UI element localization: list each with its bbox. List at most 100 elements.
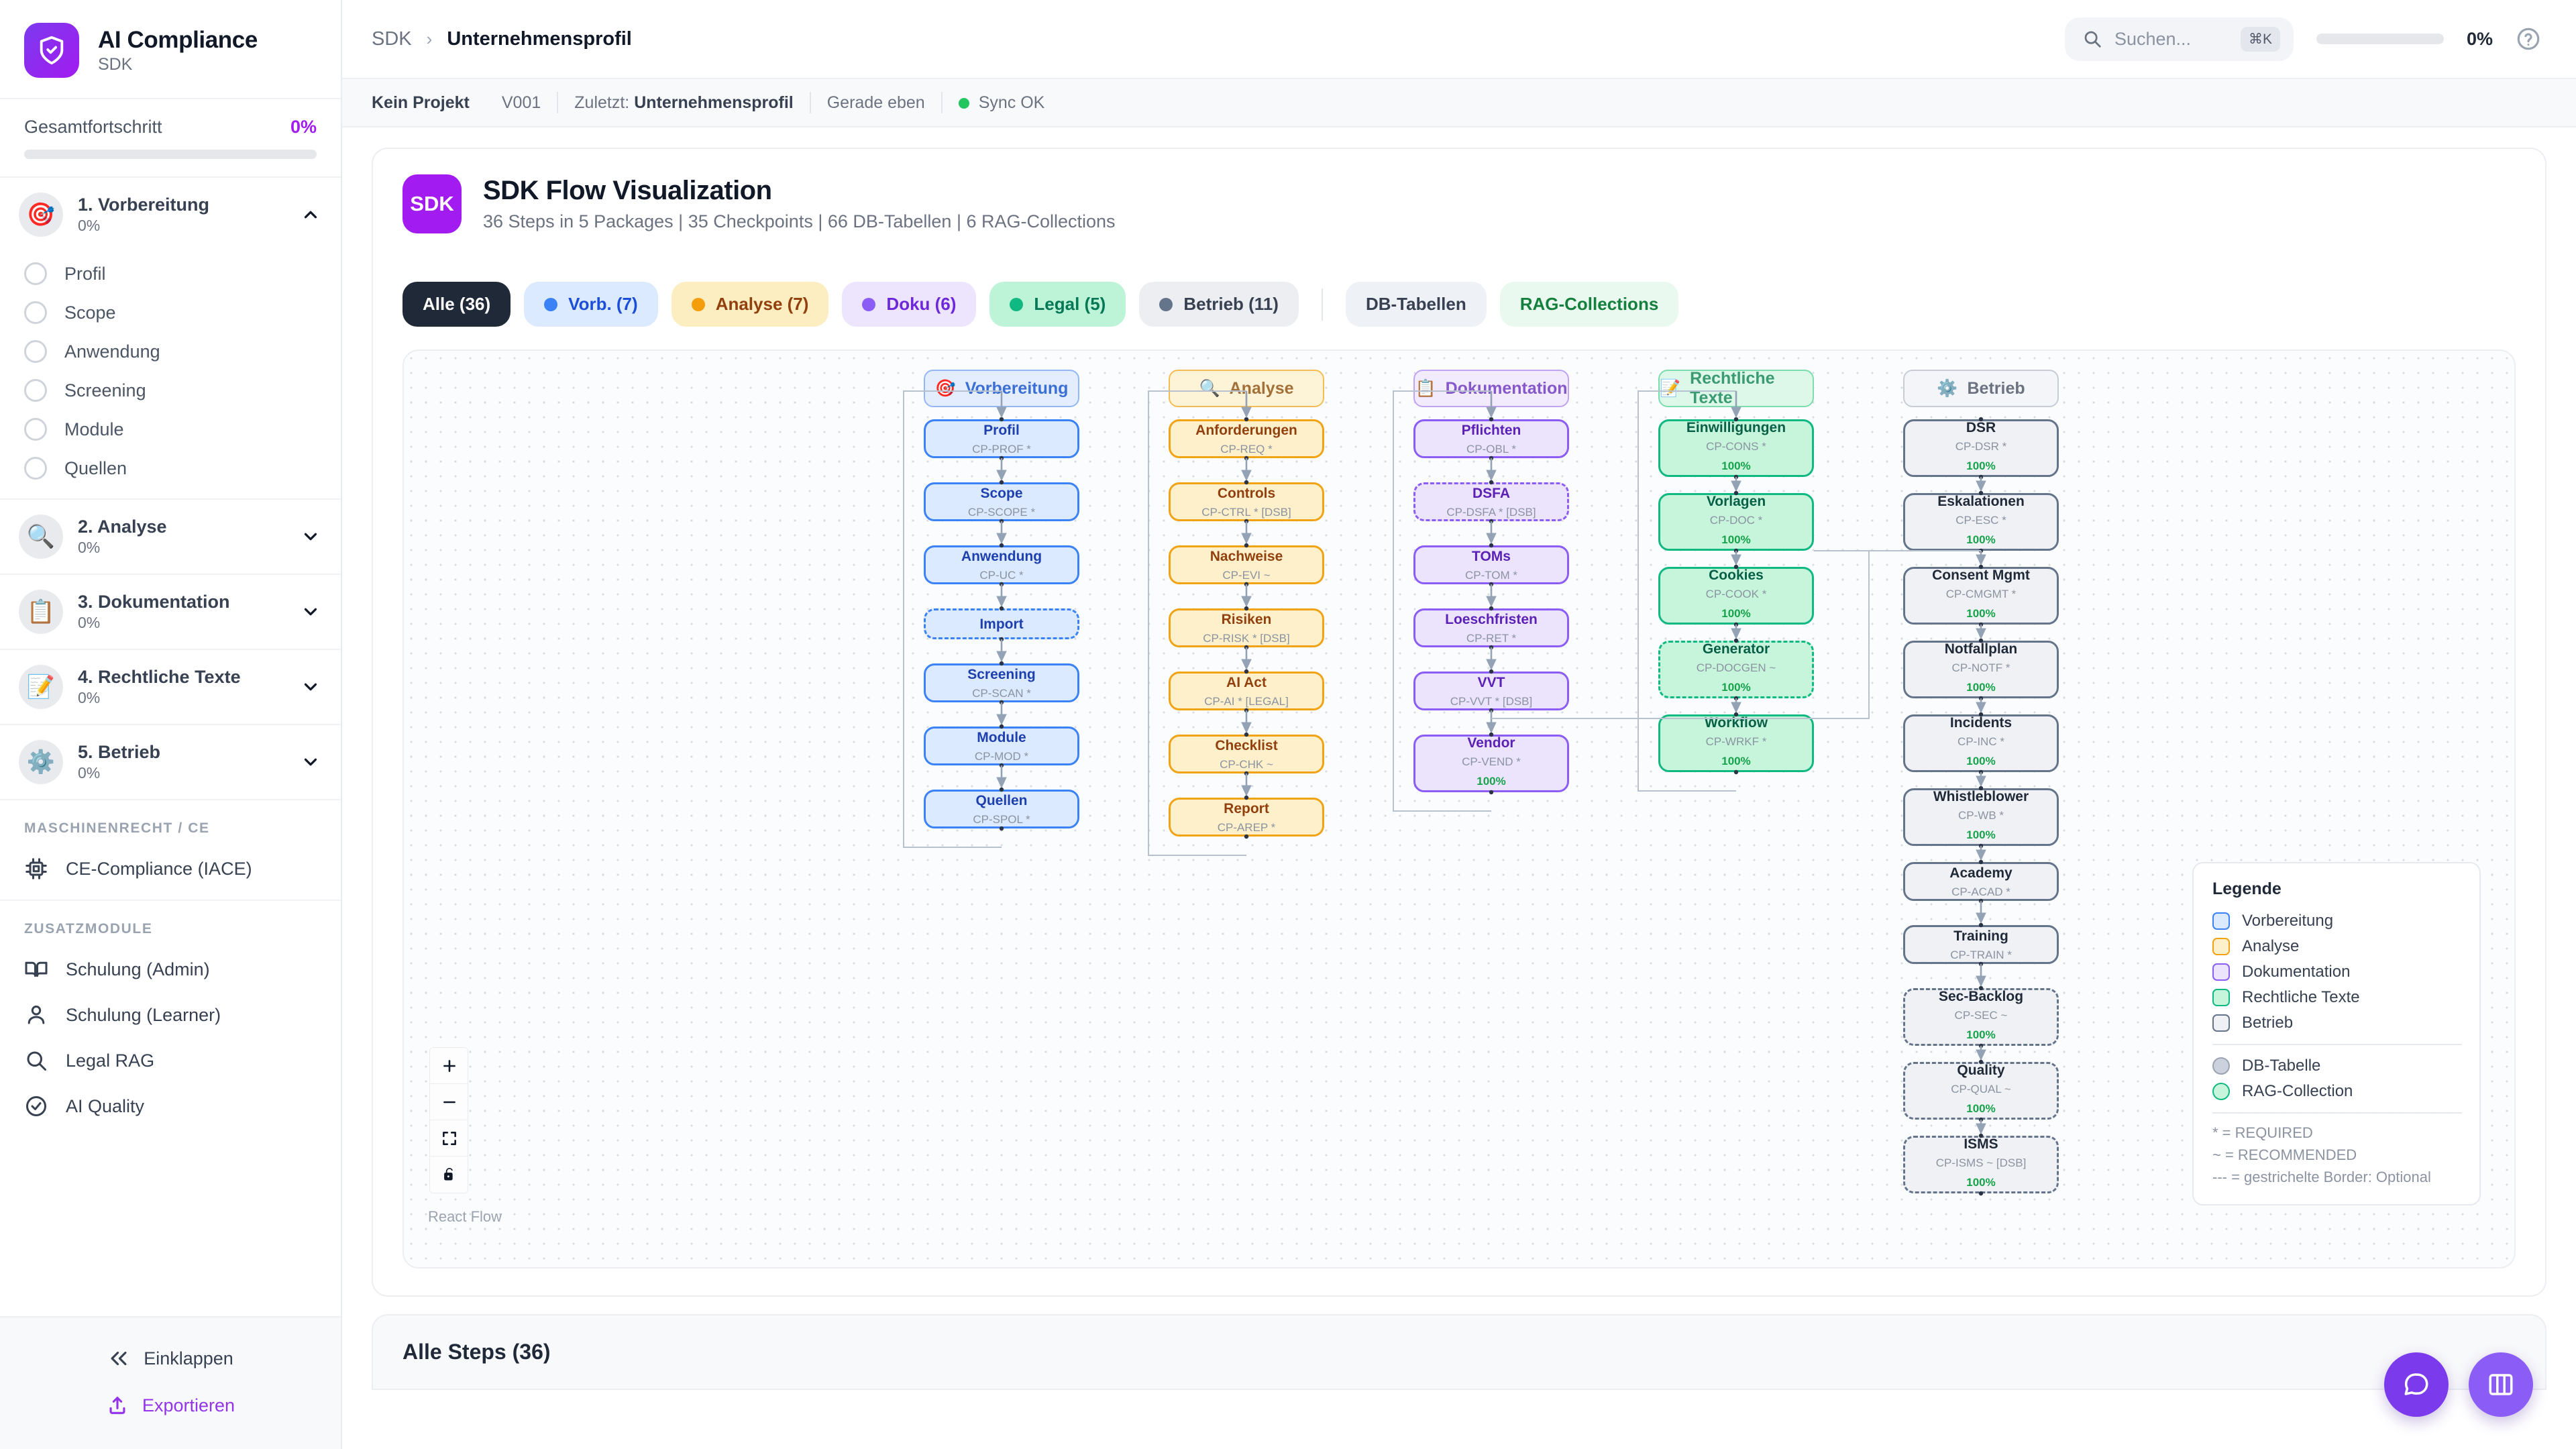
filter-label: Alle (36)	[423, 294, 491, 314]
filter-betrieb[interactable]: Betrieb (11)	[1139, 282, 1299, 327]
collapse-sidebar-button[interactable]: Einklappen	[0, 1335, 341, 1382]
sidebar-item-module[interactable]: Module	[0, 410, 341, 449]
flow-group-header: 🎯Vorbereitung	[924, 370, 1079, 407]
sidebar-item-scope[interactable]: Scope	[0, 293, 341, 332]
export-button[interactable]: Exportieren	[0, 1382, 341, 1429]
brand-title: AI Compliance	[98, 26, 258, 53]
sidebar-item-schulung-admin[interactable]: Schulung (Admin)	[0, 947, 341, 992]
sync-dot-icon	[958, 97, 969, 109]
filter-vorbereitung[interactable]: Vorb. (7)	[524, 282, 658, 327]
sidebar-item-ce-compliance[interactable]: CE-Compliance (IACE)	[0, 846, 341, 892]
filter-rag-collections[interactable]: RAG-Collections	[1499, 282, 1679, 327]
flow-canvas[interactable]: 🎯Vorbereitung🔍Analyse📋Dokumentation📝Rech…	[402, 350, 2516, 1269]
group-emoji-icon: 🎯	[934, 378, 956, 398]
sidebar-item-ai-quality[interactable]: AI Quality	[0, 1083, 341, 1129]
flow-node-progress-value: 100%	[1477, 774, 1506, 788]
swatch-icon	[2212, 938, 2230, 955]
sidebar-item-screening[interactable]: Screening	[0, 371, 341, 410]
filter-doku[interactable]: Doku (6)	[842, 282, 977, 327]
zoom-out-button[interactable]	[430, 1084, 468, 1120]
phase-header-1[interactable]: 🎯 1. Vorbereitung 0%	[0, 178, 341, 252]
filter-legal[interactable]: Legal (5)	[989, 282, 1126, 327]
breadcrumb-root[interactable]: SDK	[372, 28, 412, 50]
flow-node[interactable]: Import	[924, 608, 1079, 639]
lock-button[interactable]	[430, 1157, 468, 1193]
search-placeholder: Suchen...	[2114, 28, 2192, 49]
filter-analyse[interactable]: Analyse (7)	[671, 282, 829, 327]
topbar-right: Suchen... ⌘K 0%	[2064, 17, 2541, 61]
fit-view-button[interactable]	[430, 1120, 468, 1157]
panel-icon	[2489, 1374, 2513, 1395]
sidebar-item-quellen[interactable]: Quellen	[0, 449, 341, 488]
phase-header-5[interactable]: ⚙️ 5. Betrieb 0%	[0, 725, 341, 799]
phase-header-2[interactable]: 🔍 2. Analyse 0%	[0, 500, 341, 574]
sidebar-item-anwendung[interactable]: Anwendung	[0, 332, 341, 371]
filter-db-tabellen[interactable]: DB-Tabellen	[1345, 282, 1487, 327]
flow-node-title: Notfallplan	[1944, 641, 2018, 657]
flow-node-code: CP-SPOL *	[973, 812, 1030, 826]
chat-fab[interactable]	[2384, 1352, 2449, 1417]
section-title-zusatzmodule: ZUSATZMODULE	[24, 921, 153, 936]
substep-label: Scope	[64, 302, 116, 323]
radio-icon	[24, 457, 47, 480]
filter-alle[interactable]: Alle (36)	[402, 282, 511, 327]
sidebar-phase-analyse: 🔍 2. Analyse 0%	[0, 500, 341, 575]
help-circle-icon[interactable]	[2516, 26, 2541, 52]
divider	[941, 92, 943, 113]
flow-node-title: Loeschfristen	[1445, 612, 1538, 628]
flow-node-progress-value: 100%	[1721, 459, 1751, 472]
phase-header-3[interactable]: 📋 3. Dokumentation 0%	[0, 575, 341, 649]
swatch-icon	[2212, 989, 2230, 1006]
flow-node-code: CP-UC *	[979, 568, 1024, 582]
sidebar-item-profil[interactable]: Profil	[0, 254, 341, 293]
flow-node-title: Whistleblower	[1933, 789, 2029, 805]
panel-fab[interactable]	[2469, 1352, 2533, 1417]
sidebar-item-legal-rag[interactable]: Legal RAG	[0, 1038, 341, 1083]
legend-note-recommended: ~ = RECOMMENDED	[2212, 1146, 2357, 1163]
search-input[interactable]: Suchen... ⌘K	[2064, 17, 2294, 61]
sidebar-item-schulung-learner[interactable]: Schulung (Learner)	[0, 992, 341, 1038]
flow-group-header: 📋Dokumentation	[1413, 370, 1569, 407]
brand-header[interactable]: AI Compliance SDK	[0, 0, 341, 99]
flow-group-header: 📝Rechtliche Texte	[1658, 369, 1814, 407]
legend-label: Rechtliche Texte	[2242, 988, 2360, 1006]
zoom-in-button[interactable]	[430, 1048, 468, 1084]
flow-node-title: Training	[1953, 928, 2008, 945]
phase-header-4[interactable]: 📝 4. Rechtliche Texte 0%	[0, 650, 341, 724]
